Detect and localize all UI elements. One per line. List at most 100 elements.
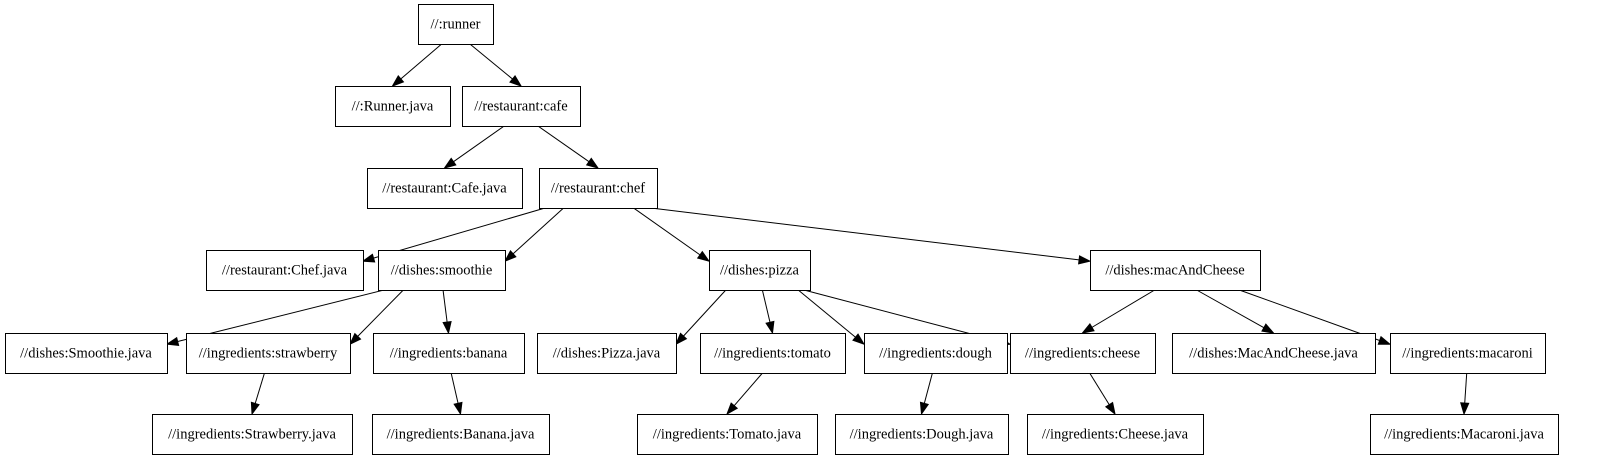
node-box[interactable] <box>1390 333 1546 374</box>
graph-node[interactable]: //ingredients:Tomato.java <box>637 414 818 455</box>
graph-node[interactable]: //restaurant:Chef.java <box>206 250 364 291</box>
node-label: //dishes:smoothie <box>391 262 493 278</box>
node-label: //:Runner.java <box>352 98 434 114</box>
edge-arrowhead <box>675 332 688 346</box>
graph-edge <box>469 43 523 87</box>
graph-node[interactable]: //ingredients:tomato <box>700 333 846 374</box>
edge-line <box>923 372 933 404</box>
node-box[interactable] <box>335 86 451 127</box>
edge-line <box>1089 372 1110 405</box>
node-box[interactable] <box>700 333 846 374</box>
node-label: //dishes:pizza <box>720 262 799 278</box>
graph-node[interactable]: //dishes:Smoothie.java <box>5 333 168 374</box>
edge-line <box>537 125 590 163</box>
node-box[interactable] <box>372 414 550 455</box>
edge-arrowhead <box>1377 335 1392 345</box>
edge-arrowhead <box>361 253 376 263</box>
node-box[interactable] <box>186 333 351 374</box>
graph-node[interactable]: //restaurant:cafe <box>462 86 581 127</box>
edge-line <box>633 207 701 256</box>
node-box[interactable] <box>637 414 818 455</box>
graph-node[interactable]: //:runner <box>418 4 494 45</box>
graph-edge <box>919 372 933 416</box>
graph-node[interactable]: //ingredients:banana <box>373 333 525 374</box>
node-box[interactable] <box>1010 333 1156 374</box>
node-label: //ingredients:Tomato.java <box>653 426 802 442</box>
edge-arrowhead <box>503 249 517 263</box>
node-label: //ingredients:tomato <box>714 345 831 361</box>
node-box[interactable] <box>864 333 1008 374</box>
node-box[interactable] <box>1090 250 1261 291</box>
node-box[interactable] <box>1370 414 1559 455</box>
node-label: //ingredients:Cheese.java <box>1042 426 1189 442</box>
edge-arrowhead <box>852 333 866 346</box>
node-box[interactable] <box>1172 333 1376 374</box>
graph-edge <box>537 125 600 169</box>
node-box[interactable] <box>835 414 1009 455</box>
edge-arrowhead <box>348 332 362 346</box>
graph-node[interactable]: //ingredients:dough <box>864 333 1008 374</box>
node-label: //ingredients:dough <box>879 345 993 361</box>
node-box[interactable] <box>152 414 353 455</box>
graph-node[interactable]: //dishes:macAndCheese <box>1090 250 1261 291</box>
edge-arrowhead <box>250 401 260 416</box>
edge-line <box>1196 289 1265 329</box>
edge-line <box>453 125 505 163</box>
graph-edge <box>361 207 546 263</box>
edge-arrowhead <box>696 250 711 263</box>
edge-arrowhead <box>442 320 452 335</box>
node-box[interactable] <box>206 250 364 291</box>
nodes-layer: //:runner //:Runner.java //restaurant:cafe… <box>5 4 1559 455</box>
edge-line <box>254 372 265 404</box>
node-box[interactable] <box>378 250 506 291</box>
node-box[interactable] <box>462 86 581 127</box>
edge-line <box>450 372 459 404</box>
graph-node[interactable]: //ingredients:strawberry <box>186 333 351 374</box>
edge-arrowhead <box>1104 401 1116 416</box>
graph-node[interactable]: //restaurant:chef <box>539 168 658 209</box>
node-box[interactable] <box>373 333 525 374</box>
node-label: //ingredients:Strawberry.java <box>168 426 336 442</box>
graph-node[interactable]: //dishes:pizza <box>709 250 811 291</box>
edge-line <box>373 207 546 259</box>
edge-line <box>733 372 763 407</box>
graph-node[interactable]: //restaurant:Cafe.java <box>367 168 523 209</box>
graph-node[interactable]: //ingredients:Strawberry.java <box>152 414 353 455</box>
graph-node[interactable]: //ingredients:Banana.java <box>372 414 550 455</box>
node-box[interactable] <box>709 250 811 291</box>
edge-line <box>1091 289 1155 328</box>
graph-node[interactable]: //ingredients:Macaroni.java <box>1370 414 1559 455</box>
edge-line <box>400 43 442 80</box>
edge-line <box>761 289 771 323</box>
node-label: //dishes:MacAndCheese.java <box>1189 345 1358 361</box>
edge-arrowhead <box>765 320 775 335</box>
graph-node[interactable]: //dishes:smoothie <box>378 250 506 291</box>
graph-node[interactable]: //ingredients:cheese <box>1010 333 1156 374</box>
node-box[interactable] <box>1027 414 1204 455</box>
node-box[interactable] <box>367 168 523 209</box>
graph-node[interactable]: //dishes:Pizza.java <box>537 333 677 374</box>
graph-node[interactable]: //ingredients:Cheese.java <box>1027 414 1204 455</box>
graph-node[interactable]: //ingredients:Dough.java <box>835 414 1009 455</box>
node-box[interactable] <box>5 333 168 374</box>
graph-edge <box>443 125 505 169</box>
graph-node[interactable]: //dishes:MacAndCheese.java <box>1172 333 1376 374</box>
edge-line <box>469 43 513 80</box>
node-label: //ingredients:macaroni <box>1402 345 1532 361</box>
graph-edge <box>675 289 727 346</box>
node-box[interactable] <box>418 4 494 45</box>
graph-node[interactable]: //:Runner.java <box>335 86 451 127</box>
edge-arrowhead <box>165 336 180 346</box>
graph-node[interactable]: //ingredients:macaroni <box>1390 333 1546 374</box>
edge-arrowhead <box>1081 323 1095 334</box>
graph-edge <box>761 289 775 335</box>
graph-edge <box>1196 289 1275 334</box>
node-label: //restaurant:chef <box>551 180 645 196</box>
node-box[interactable] <box>537 333 677 374</box>
graph-edge <box>442 289 452 335</box>
edge-arrowhead <box>391 74 405 87</box>
graph-edge <box>250 372 265 416</box>
edge-line <box>357 289 404 337</box>
node-box[interactable] <box>539 168 658 209</box>
edge-arrowhead <box>453 401 463 416</box>
